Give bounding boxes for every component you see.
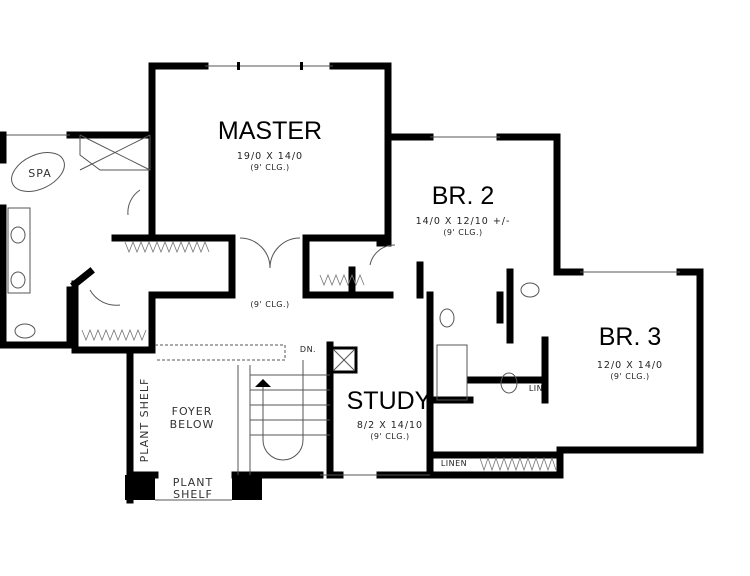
sink-icon <box>520 282 540 298</box>
foyer-label-2: BELOW <box>170 418 215 431</box>
toilet-icon <box>500 372 518 394</box>
plant-shelf-bottom-label-2: SHELF <box>173 488 213 501</box>
spa-tub-icon <box>11 152 65 192</box>
plant-shelf-bottom-label-1: PLANT <box>173 476 214 489</box>
plant-shelf-side-label: PLANT SHELF <box>138 378 151 463</box>
vanity-icon <box>7 207 31 294</box>
ceiling-study: (9' CLG.) <box>370 432 409 441</box>
bathtub-icon <box>436 344 468 401</box>
spa-label: SPA <box>28 167 51 180</box>
ceiling-br3: (9' CLG.) <box>610 372 649 381</box>
linen-label: LINEN <box>441 459 467 468</box>
ceiling-hall: (9' CLG.) <box>250 300 289 309</box>
walls <box>0 62 704 504</box>
room-name-master: MASTER <box>218 117 322 145</box>
ceiling-br2: (9' CLG.) <box>443 228 482 237</box>
fixtures <box>7 134 540 475</box>
sink-icon <box>439 308 455 328</box>
room-size-study: 8/2 X 14/10 <box>357 420 423 431</box>
lin-label: LIN <box>529 384 543 393</box>
room-size-br2: 14/0 X 12/10 +/- <box>416 216 511 227</box>
room-name-study: STUDY <box>347 387 432 415</box>
closet-rods <box>81 240 557 472</box>
stair-up-arrow-icon <box>255 379 271 387</box>
ceiling-master: (9' CLG.) <box>250 163 289 172</box>
shower-icon <box>79 135 151 171</box>
room-name-br3: BR. 3 <box>599 323 662 351</box>
room-size-br3: 12/0 X 14/0 <box>597 360 663 371</box>
foyer-label-1: FOYER <box>172 405 213 418</box>
room-size-master: 19/0 X 14/0 <box>237 151 303 162</box>
toilet-icon <box>14 323 36 339</box>
room-name-br2: BR. 2 <box>432 182 495 210</box>
sink-icon <box>10 271 26 289</box>
stair-down-label: DN. <box>300 345 316 354</box>
sink-icon <box>10 226 26 244</box>
